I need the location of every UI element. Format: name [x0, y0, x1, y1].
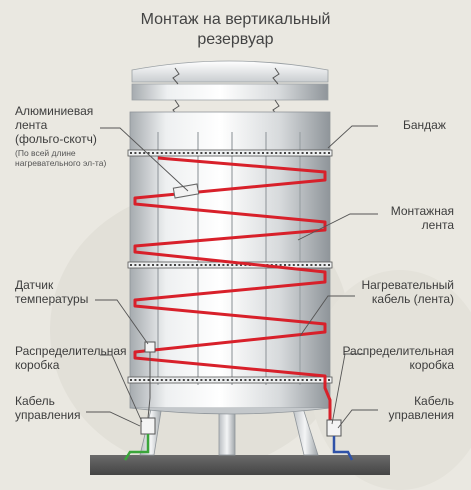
- foil-tape-piece: [172, 183, 200, 199]
- band-label: Бандаж: [403, 118, 446, 132]
- band-label-line-1: Бандаж: [403, 118, 446, 132]
- mount-tape-label-line-1: Монтажная: [390, 204, 454, 218]
- ground-base: [90, 455, 390, 475]
- junction-box-left-label: Распределительная коробка: [15, 344, 127, 372]
- foil-tape-label-line-2: лента: [15, 118, 48, 132]
- junction-box-right: [326, 419, 342, 437]
- foil-tape-label: Алюминиевая лента (фольго-скотч): [15, 104, 97, 146]
- junction-box-right-label-line-1: Распределительная: [342, 344, 454, 358]
- temperature-sensor-label-line-1: Датчик: [15, 278, 54, 292]
- foil-tape-label-line-3: (фольго-скотч): [15, 132, 97, 146]
- mount-tape-label-line-2: лента: [421, 218, 454, 232]
- junction-box-left-label-line-1: Распределительная: [15, 344, 127, 358]
- temperature-sensor: [144, 341, 156, 353]
- control-cable-left-label: Кабель управления: [15, 394, 80, 422]
- temperature-sensor-label-line-2: температуры: [15, 292, 89, 306]
- control-cable-right-label-line-2: управления: [388, 408, 454, 422]
- title-line-2: резервуар: [197, 31, 274, 48]
- mount-tape-label: Монтажная лента: [372, 204, 454, 232]
- junction-box-right-label: Распределительная коробка: [330, 344, 454, 372]
- title-line-1: Монтаж на вертикальный: [140, 11, 331, 28]
- foil-tape-note-line-1: (По всей длине: [15, 148, 76, 158]
- break-mark: [172, 67, 180, 85]
- band-top: [127, 149, 333, 157]
- junction-box-left: [140, 417, 156, 435]
- heating-cable-label-line-2: кабель (лента): [371, 292, 454, 306]
- break-mark: [272, 67, 280, 85]
- tank-body: [129, 111, 331, 409]
- heating-cable-label: Нагревательный кабель (лента): [348, 278, 454, 306]
- diagram-title: Монтаж на вертикальный резервуар: [0, 10, 471, 50]
- control-cable-left-label-line-1: Кабель: [15, 394, 55, 408]
- tank-bottom: [129, 407, 331, 415]
- band-bottom: [127, 376, 333, 384]
- background-shape: [310, 270, 471, 490]
- control-cable-right: [332, 436, 354, 461]
- sensor-wire: [147, 397, 151, 419]
- control-cable-right-label: Кабель управления: [372, 394, 454, 422]
- tank-lid: [131, 60, 329, 83]
- control-cable-left: [123, 434, 150, 461]
- heating-cable: [133, 156, 335, 424]
- foil-tape-note: (По всей длине нагревательного эл-та): [15, 148, 106, 168]
- junction-box-left-label-line-2: коробка: [15, 358, 60, 372]
- control-cable-left-label-line-2: управления: [15, 408, 81, 422]
- tank-top-section: [131, 83, 329, 101]
- control-cable-right-label-line-1: Кабель: [414, 394, 454, 408]
- heating-cable-label-line-1: Нагревательный: [361, 278, 454, 292]
- leader-lines: [86, 125, 378, 429]
- foil-tape-label-line-1: Алюминиевая: [15, 104, 94, 118]
- junction-box-right-label-line-2: коробка: [409, 358, 454, 372]
- foil-tape-note-line-2: нагревательного эл-та): [15, 158, 107, 168]
- temperature-sensor-label: Датчик температуры: [15, 278, 88, 306]
